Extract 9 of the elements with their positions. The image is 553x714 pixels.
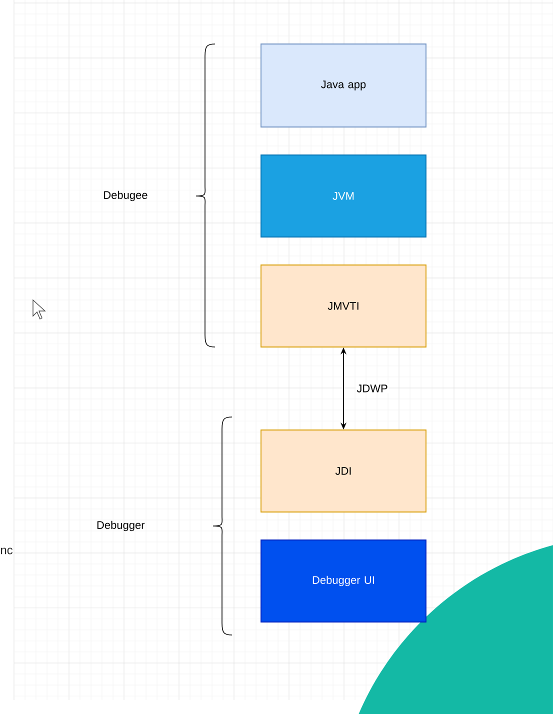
process-box: Debugger UI (260, 540, 426, 622)
process-box: JDI (260, 430, 426, 512)
edge-label: JDWP (356, 384, 388, 392)
label-text: Debugee (104, 190, 148, 202)
label-text: Debugger (97, 520, 145, 532)
process-box: Java app (260, 44, 426, 128)
label-text: nc (1, 548, 13, 554)
process-box: JVM (260, 154, 426, 238)
process-box: JMVTI (260, 264, 426, 348)
